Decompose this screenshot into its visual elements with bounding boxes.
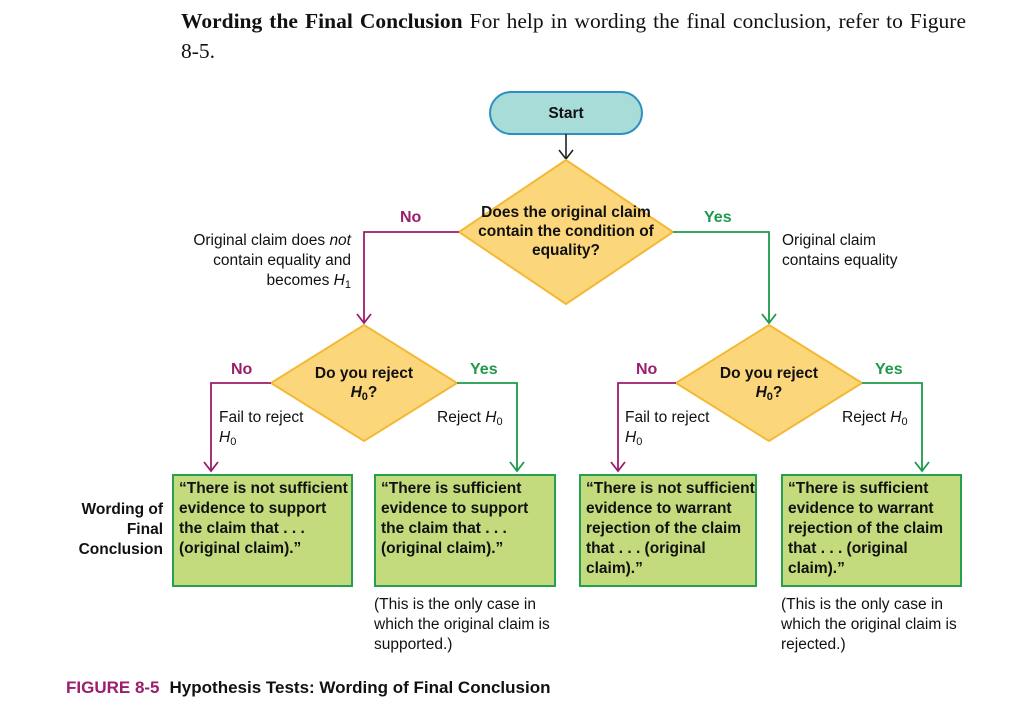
left-reject-label: Reject H0 [437, 409, 503, 428]
wording-side-label: Wording of Final Conclusion [78, 501, 163, 558]
equality-decision-text: Does the original claim contain the cond… [478, 203, 654, 259]
right-reject-label: Reject H0 [842, 409, 908, 428]
left-equality-note: Original claim does not contain equality… [193, 232, 351, 291]
left-fail-to-reject-label: Fail to reject H0 [219, 409, 304, 448]
right-yes-connector [862, 382, 923, 470]
top-no-connector [363, 231, 459, 322]
right-yes-label: Yes [875, 361, 903, 378]
intro-text: For help in wording the final conclusion… [181, 9, 967, 63]
start-label: Start [548, 104, 584, 122]
conclusion-box-4-shape [781, 474, 962, 587]
left-reject-decision-text: Do you reject H0? [314, 365, 414, 403]
figure-caption: FIGURE 8-5 Hypothesis Tests: Wording of F… [66, 678, 550, 698]
left-no-label: No [231, 361, 253, 378]
equality-decision-diamond [457, 158, 675, 306]
supported-note: (This is the only case in which the orig… [374, 596, 550, 653]
right-fail-to-reject-label: Fail to reject H0 [625, 409, 710, 448]
intro-heading: Wording the Final Conclusion [181, 9, 463, 33]
conclusion-box-3-shape [579, 474, 757, 587]
top-yes-label: Yes [704, 209, 732, 226]
right-yes-arrowhead [914, 461, 930, 473]
left-no-connector [210, 382, 271, 470]
right-no-label: No [636, 361, 658, 378]
conclusion-box-3: “There is not sufficient evidence to war… [586, 480, 755, 577]
right-reject-decision-text: Do you reject H0? [719, 365, 819, 403]
left-reject-decision-diamond [269, 323, 459, 443]
left-no-arrowhead [203, 461, 219, 473]
conclusion-box-1-shape [172, 474, 353, 587]
top-yes-arrowhead [761, 313, 777, 325]
right-no-connector [617, 382, 676, 470]
intro-paragraph: Wording the Final Conclusion For help in… [181, 6, 966, 66]
figure-number: FIGURE 8-5 [66, 678, 160, 697]
rejected-note: (This is the only case in which the orig… [781, 596, 957, 653]
left-yes-arrowhead [509, 461, 525, 473]
conclusion-box-2-shape [374, 474, 556, 587]
figure-title: Hypothesis Tests: Wording of Final Concl… [169, 678, 551, 697]
top-no-label: No [400, 209, 422, 226]
top-no-arrowhead [356, 313, 372, 325]
left-yes-connector [457, 382, 518, 470]
right-equality-note: Original claim contains equality [782, 232, 898, 269]
conclusion-box-1: “There is not sufficient evidence to sup… [179, 480, 348, 557]
left-yes-label: Yes [470, 361, 498, 378]
conclusion-box-2: “There is sufficient evidence to support… [381, 480, 529, 557]
right-no-arrowhead [610, 461, 626, 473]
right-reject-decision-diamond [674, 323, 864, 443]
top-yes-connector [673, 231, 770, 322]
conclusion-box-4: “There is sufficient evidence to warrant… [788, 480, 944, 577]
